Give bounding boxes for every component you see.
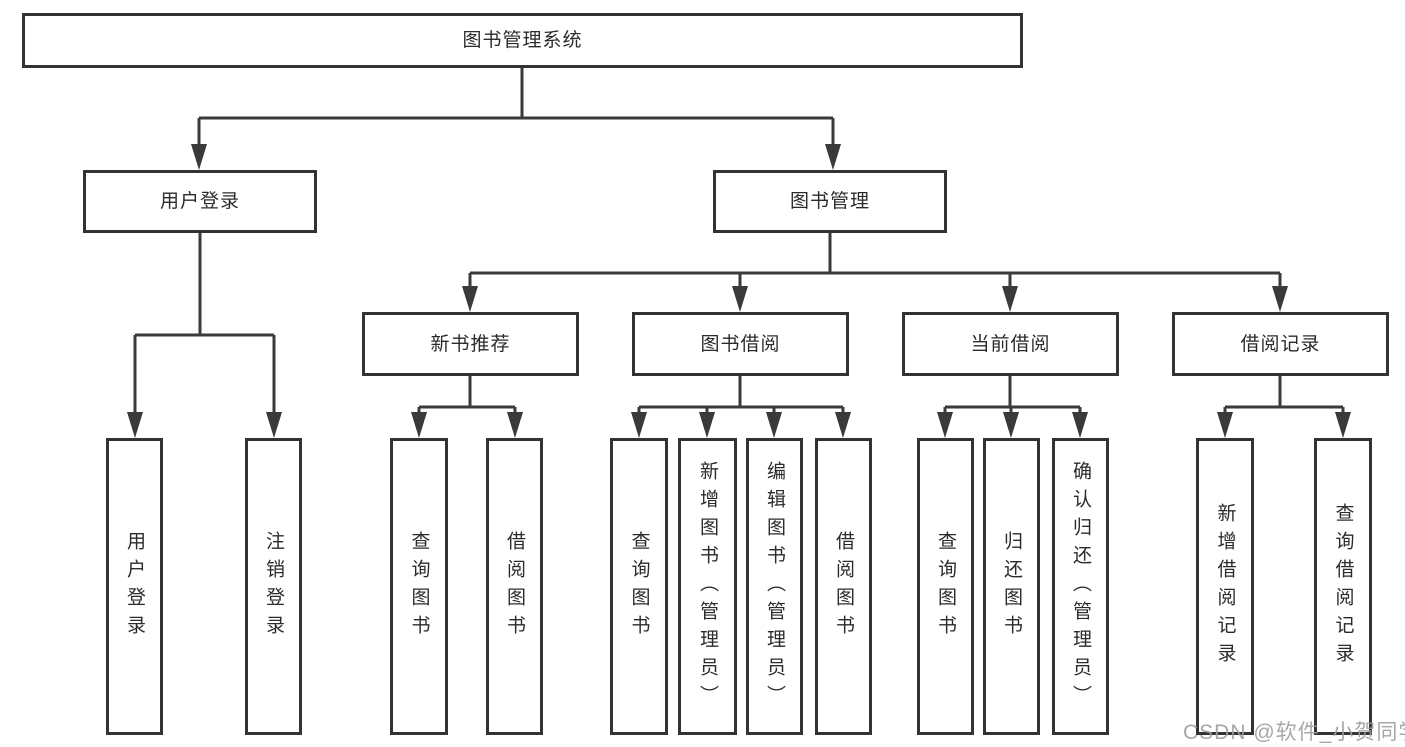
leaf-user-login-label: 用户登录	[124, 530, 145, 643]
leaf-query-books-borrow: 查询图书	[610, 438, 668, 735]
node-root-label: 图书管理系统	[462, 30, 583, 51]
leaf-borrow-books-recommend-label: 借阅图书	[504, 530, 525, 643]
node-borrow-records: 借阅记录	[1172, 312, 1389, 376]
leaf-query-books-borrow-label: 查询图书	[628, 530, 650, 643]
node-user-login: 用户登录	[83, 170, 317, 233]
leaf-query-borrow-record: 查询借阅记录	[1314, 438, 1372, 735]
leaf-logout-label: 注销登录	[263, 530, 284, 643]
node-new-book-recommend-label: 新书推荐	[430, 333, 511, 355]
node-book-borrow-label: 图书借阅	[700, 333, 781, 355]
node-book-borrow: 图书借阅	[632, 312, 849, 376]
leaf-return-book-label: 归还图书	[1001, 530, 1022, 643]
leaf-borrow-books-recommend: 借阅图书	[486, 438, 543, 735]
node-borrow-records-label: 借阅记录	[1240, 333, 1321, 355]
leaf-confirm-return-admin-label: 确认归还（管理员）	[1070, 460, 1091, 713]
leaf-return-book: 归还图书	[983, 438, 1040, 735]
csdn-watermark: CSDN @软件_小贺同学	[1183, 721, 1405, 744]
leaf-query-books-current-label: 查询图书	[935, 530, 956, 643]
leaf-query-borrow-record-label: 查询借阅记录	[1332, 502, 1354, 671]
node-current-borrow: 当前借阅	[902, 312, 1119, 376]
node-user-login-label: 用户登录	[159, 191, 240, 212]
leaf-borrow-books-label: 借阅图书	[833, 530, 854, 643]
leaf-add-book-admin-label: 新增图书（管理员）	[697, 460, 718, 713]
leaf-query-books-recommend: 查询图书	[390, 438, 448, 735]
leaf-edit-book-admin-label: 编辑图书（管理员）	[764, 460, 785, 713]
node-book-management: 图书管理	[713, 170, 947, 233]
leaf-query-books-current: 查询图书	[917, 438, 974, 735]
node-book-management-label: 图书管理	[789, 191, 870, 212]
leaf-add-book-admin: 新增图书（管理员）	[678, 438, 737, 735]
leaf-user-login: 用户登录	[106, 438, 163, 735]
node-new-book-recommend: 新书推荐	[362, 312, 579, 376]
leaf-borrow-books: 借阅图书	[815, 438, 872, 735]
leaf-edit-book-admin: 编辑图书（管理员）	[746, 438, 803, 735]
node-root: 图书管理系统	[22, 13, 1023, 68]
leaf-query-books-recommend-label: 查询图书	[408, 530, 430, 643]
leaf-confirm-return-admin: 确认归还（管理员）	[1052, 438, 1109, 735]
leaf-add-borrow-record-label: 新增借阅记录	[1214, 502, 1236, 671]
leaf-add-borrow-record: 新增借阅记录	[1196, 438, 1254, 735]
leaf-logout: 注销登录	[245, 438, 302, 735]
node-current-borrow-label: 当前借阅	[970, 333, 1051, 355]
